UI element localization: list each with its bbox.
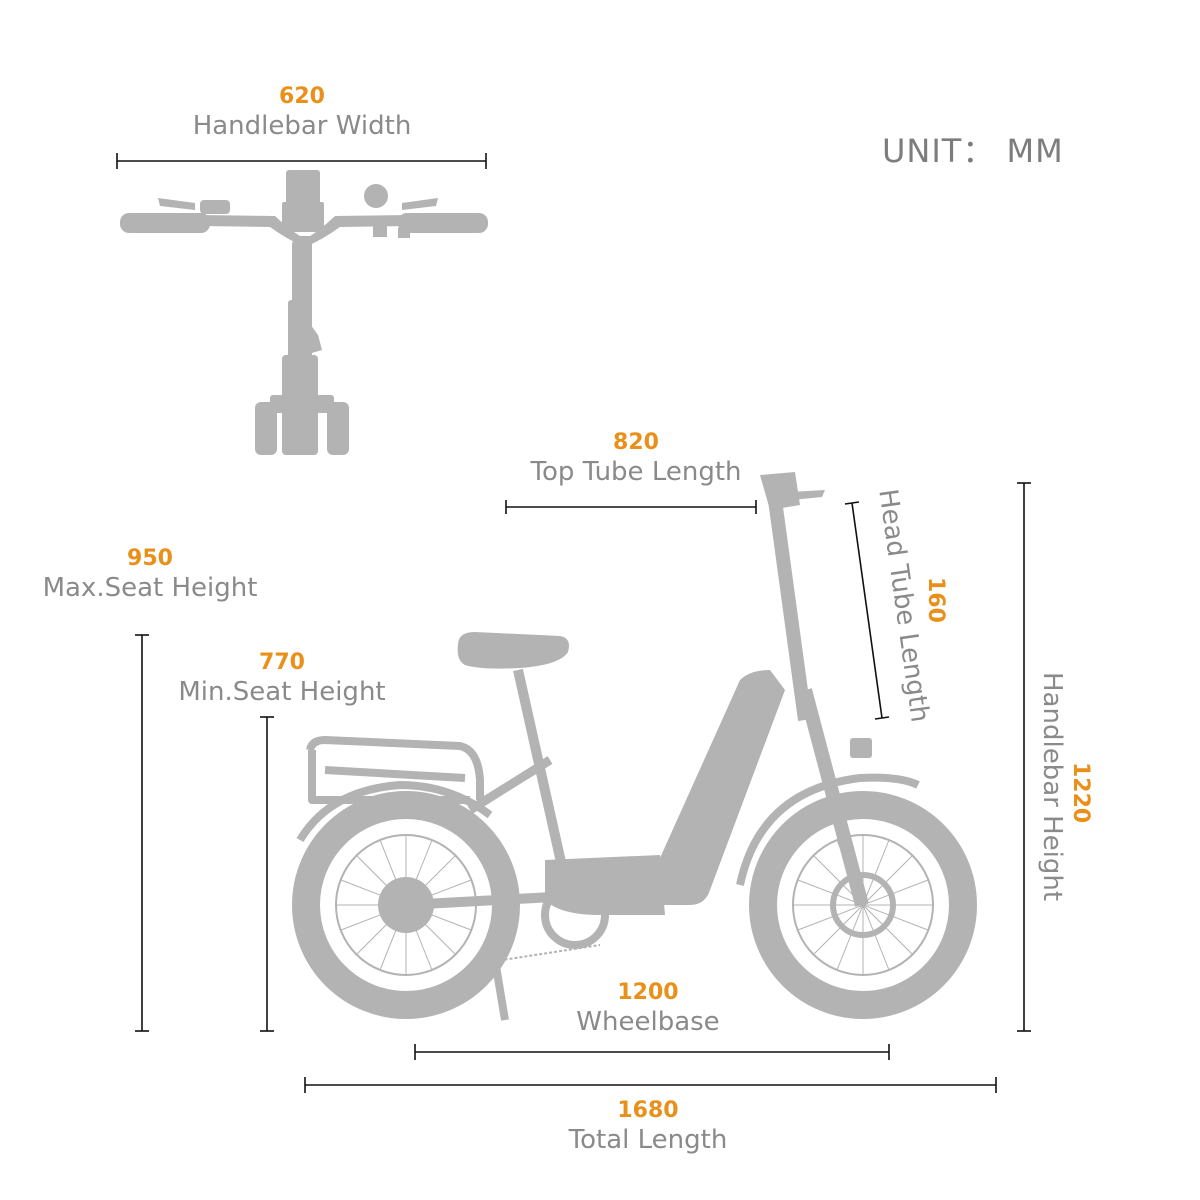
dimension-lines xyxy=(116,153,1031,1093)
front-view-bike-silhouette xyxy=(120,170,488,455)
top-tube-length-annotation: 820 Top Tube Length xyxy=(486,430,786,488)
min-seat-height-value: 770 xyxy=(259,650,305,675)
handlebar-width-annotation: 620 Handlebar Width xyxy=(152,84,452,142)
total-length-label: Total Length xyxy=(568,1125,728,1155)
handlebar-width-value: 620 xyxy=(279,84,325,109)
unit-label: UNIT： MM xyxy=(882,132,1064,170)
wheelbase-label: Wheelbase xyxy=(576,1007,720,1037)
top-tube-length-value: 820 xyxy=(613,430,659,455)
total-length-value: 1680 xyxy=(617,1098,679,1123)
max-seat-height-value: 950 xyxy=(127,546,173,571)
min-seat-height-label: Min.Seat Height xyxy=(178,677,386,707)
top-tube-length-label: Top Tube Length xyxy=(530,457,742,487)
handlebar-height-value: 1220 xyxy=(1068,762,1093,824)
max-seat-height-annotation: 950 Max.Seat Height xyxy=(0,546,300,604)
total-length-annotation: 1680 Total Length xyxy=(498,1098,798,1156)
side-view-bike-silhouette xyxy=(292,472,977,1021)
head-tube-length-value: 160 xyxy=(923,577,948,623)
handlebar-width-label: Handlebar Width xyxy=(192,111,412,141)
min-seat-height-annotation: 770 Min.Seat Height xyxy=(132,650,432,708)
max-seat-height-label: Max.Seat Height xyxy=(42,573,258,603)
wheelbase-value: 1200 xyxy=(617,980,679,1005)
handlebar-height-label: Handlebar Height xyxy=(1037,672,1067,902)
wheelbase-annotation: 1200 Wheelbase xyxy=(498,980,798,1038)
